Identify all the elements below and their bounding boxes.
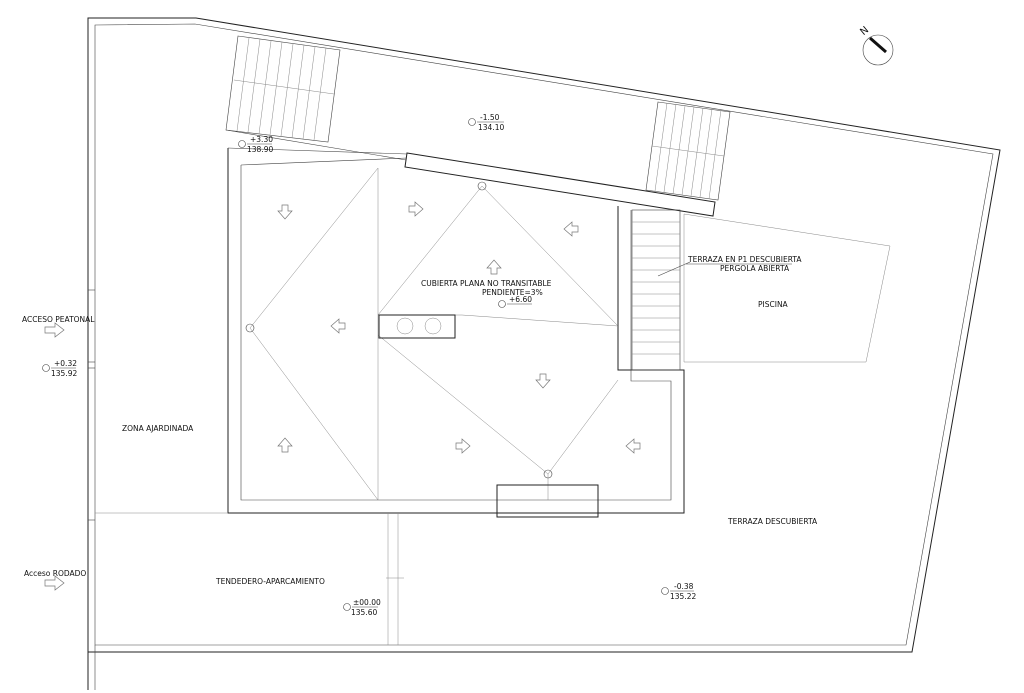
- label-piscina: PISCINA: [758, 300, 789, 309]
- entry-block: [496, 484, 599, 518]
- elev-top-abs: 134.10: [478, 123, 504, 132]
- elev-upper-left-rel: +3.30: [250, 135, 273, 144]
- label-terraza-descubierta: TERRAZA DESCUBIERTA: [727, 517, 818, 526]
- elev-entrance-abs: 135.92: [51, 369, 77, 378]
- elev-terrace-abs: 135.22: [670, 592, 696, 601]
- elev-entrance-rel: +0.32: [54, 359, 77, 368]
- skylight: [378, 314, 456, 339]
- parapet-beam: [404, 152, 716, 217]
- label-cubierta-line1: CUBIERTA PLANA NO TRANSITABLE: [421, 279, 552, 288]
- elev-marker-upper-left: +3.30 138.90: [238, 135, 273, 154]
- elev-terrace-rel: -0.38: [674, 582, 694, 591]
- elev-upper-left-abs: 138.90: [247, 145, 273, 154]
- building-footprint: [227, 147, 685, 514]
- elev-marker-roof: +6.60: [498, 295, 532, 308]
- label-acceso-peatonal: ACCESO PEATONAL: [22, 315, 95, 324]
- elevation-markers: -1.50 134.10 +3.30 138.90 +6.60 +0.32 13…: [42, 113, 696, 617]
- elev-marker-entrance: +0.32 135.92: [42, 359, 77, 378]
- north-arrow: N: [858, 25, 894, 66]
- top-stair: [225, 35, 341, 143]
- label-terraza-p1: TERRAZA EN P1 DESCUBIERTA: [687, 255, 802, 264]
- label-cubierta-line2: PENDIENTE=3%: [482, 288, 543, 297]
- area-labels: ACCESO PEATONAL Acceso RODADO ZONA AJARD…: [22, 255, 818, 586]
- roof-slope-lines: [245, 167, 619, 501]
- elev-parking-abs: 135.60: [351, 608, 377, 617]
- north-label: N: [858, 25, 871, 38]
- elev-marker-terrace: -0.38 135.22: [661, 582, 696, 601]
- elev-marker-parking: ±00.00 135.60: [343, 598, 381, 617]
- acceso-peatonal-arrow: [44, 322, 65, 338]
- label-acceso-rodado: Acceso RODADO: [24, 569, 86, 578]
- label-zona-ajardinada: ZONA AJARDINADA: [122, 424, 194, 433]
- acceso-rodado-arrow: [44, 575, 65, 591]
- elev-parking-rel: ±00.00: [353, 598, 381, 607]
- slope-arrows: [277, 201, 641, 454]
- pool-outline: [683, 213, 891, 363]
- interior-stair: [631, 209, 691, 371]
- site-divisions: [95, 512, 404, 645]
- elev-marker-top: -1.50 134.10: [468, 113, 504, 132]
- elev-roof-rel: +6.60: [509, 295, 532, 304]
- label-pergola: PERGOLA ABIERTA: [720, 264, 790, 273]
- site-boundary: [87, 17, 1001, 690]
- right-stair: [645, 101, 731, 201]
- elev-top-rel: -1.50: [480, 113, 500, 122]
- label-tendedero: TENDEDERO-APARCAMIENTO: [215, 577, 325, 586]
